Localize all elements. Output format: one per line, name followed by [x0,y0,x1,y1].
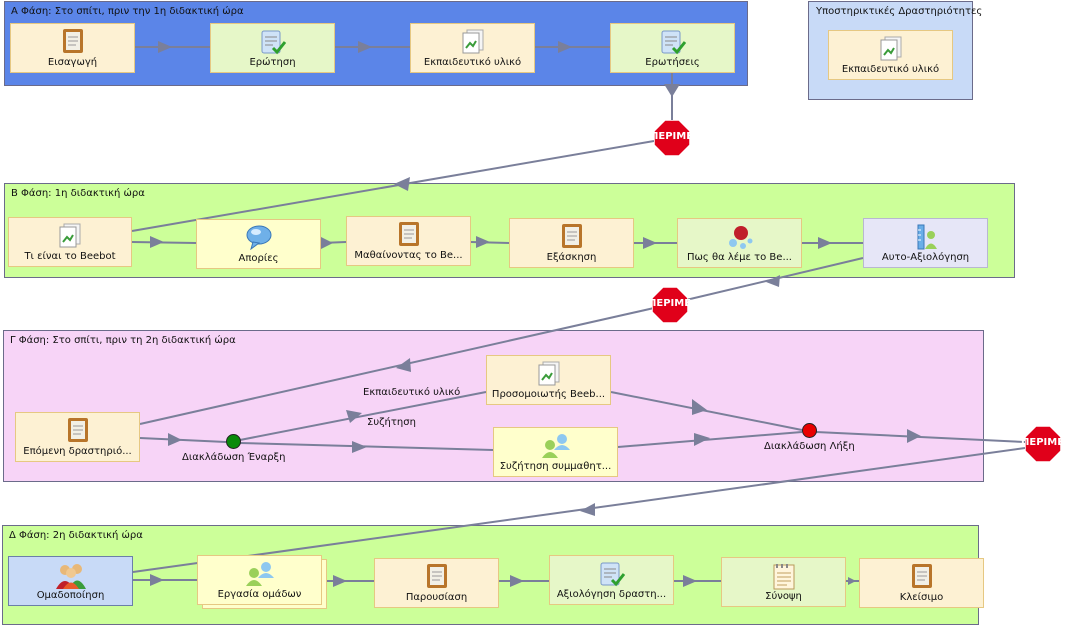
activity-label: Προσομοιωτής Beeb... [491,389,606,400]
documents-icon [57,222,83,251]
connector-branchstart-c2 [239,391,487,441]
branch-end-node[interactable] [802,423,817,438]
connector-branchstart-c3 [239,442,494,451]
gate-label: ΠΕΡΙΜΕΝΕ [1021,437,1065,448]
activity-question[interactable]: Ερώτηση [210,23,335,73]
activity-educational-material[interactable]: Εκπαιδευτικό υλικό [410,23,535,73]
documents-icon [536,360,562,389]
connector-c1-branchstart [139,437,227,443]
branch-path-label-discussion: Συζήτηση [367,417,416,428]
activity-next-activity[interactable]: Επόμενη δραστηριό... [15,412,140,462]
speech-bubble-icon [245,224,273,253]
activity-label: Εξάσκηση [546,252,597,263]
activity-introduction[interactable]: Εισαγωγή [10,23,135,73]
people-group-icon [54,561,88,592]
activity-grouping[interactable]: Ομαδοποίηση [8,556,133,606]
branch-start-node[interactable] [226,434,241,449]
activity-label: Ομαδοποίηση [36,590,105,601]
checklist-icon [660,28,686,59]
gate-label: ΠΕΡΙΜΕΝΕ [650,131,694,142]
activity-label: Πως θα λέμε το Be... [687,252,792,263]
activity-label: Τι είναι το Beebot [24,251,116,262]
activity-label: Εκπαιδευτικό υλικό [423,57,522,68]
documents-icon [460,28,486,57]
activity-summary[interactable]: Σύνοψη [721,557,846,607]
wait-gate-1[interactable]: ΠΕΡΙΜΕΝΕ [650,119,694,157]
ruler-person-icon [912,223,940,254]
notebook-icon [911,563,933,592]
activity-label: Συζήτηση συμμαθητ... [499,461,612,472]
activity-label: Ερώτηση [249,57,296,68]
activity-closing[interactable]: Κλείσιμο [859,558,984,608]
wait-gate-3[interactable]: ΠΕΡΙΜΕΝΕ [1021,425,1065,463]
checklist-icon [599,560,625,591]
phase-d-title: Δ Φάση: 2η διδακτική ώρα [9,530,143,541]
activity-label: Εργασία ομάδων [217,589,302,600]
activity-self-assessment[interactable]: Αυτο-Αξιολόγηση [863,218,988,268]
connector-c3-branchend [617,431,803,448]
activity-label: Μαθαίνοντας το Be... [354,250,463,261]
activity-what-is-beebot[interactable]: Τι είναι το Beebot [8,217,132,267]
support-educational-material[interactable]: Εκπαιδευτικό υλικό [828,30,953,80]
activity-label: Ερωτήσεις [645,57,700,68]
connector-gate2-c1 [139,307,655,425]
connector-gate1-b1 [131,140,655,232]
connector-b1-b2 [131,241,197,244]
activity-label: Απορίες [238,253,279,264]
notepad-icon [772,562,796,593]
activity-label: Επόμενη δραστηριό... [23,446,132,457]
notebook-icon [426,563,448,592]
connector-c2-branchend [610,391,803,431]
activity-classmates-discussion[interactable]: Συζήτηση συμμαθητ... [493,427,618,477]
support-activities-title: Υποστηρικτικές Δραστηριότητες [816,6,983,17]
wait-gate-2[interactable]: ΠΕΡΙΜΕΝΕ [648,286,692,324]
notebook-icon [561,223,583,252]
gate-label: ΠΕΡΙΜΕΝΕ [648,298,692,309]
connector-gate3-d1 [132,447,1026,573]
phase-c-title: Γ Φάση: Στο σπίτι, πριν τη 2η διδακτική … [10,335,236,346]
notebook-icon [67,417,89,446]
activity-label: Κλείσιμο [899,592,944,603]
activity-presentation[interactable]: Παρουσίαση [374,558,499,608]
activity-how-we-call-beebot[interactable]: Πως θα λέμε το Be... [677,218,802,268]
group-chat-icon [244,560,276,591]
activity-label: Παρουσίαση [405,592,468,603]
activity-beebot-simulator[interactable]: Προσομοιωτής Beeb... [486,355,611,405]
documents-icon [878,35,904,64]
branch-end-label: Διακλάδωση Λήξη [764,441,855,452]
activity-practice[interactable]: Εξάσκηση [509,218,634,268]
connector-branchend-gate3 [815,431,1026,443]
phase-b-title: Β Φάση: 1η διδακτική ώρα [11,188,145,199]
activity-questions-forum[interactable]: Απορίες [196,219,321,269]
activity-label: Εκπαιδευτικό υλικό [841,64,940,75]
notebook-icon [398,221,420,250]
activity-label: Αυτο-Αξιολόγηση [881,252,970,263]
activity-label: Αξιολόγηση δραστη... [556,589,667,600]
group-chat-icon [540,432,572,463]
branch-path-label-material: Εκπαιδευτικό υλικό [363,387,461,398]
activity-learning-beebot[interactable]: Μαθαίνοντας το Be... [346,216,471,266]
molecule-icon [726,223,754,254]
activity-evaluation[interactable]: Αξιολόγηση δραστη... [549,555,674,605]
checklist-icon [260,28,286,59]
activity-questions[interactable]: Ερωτήσεις [610,23,735,73]
activity-group-work[interactable]: Εργασία ομάδων [197,555,322,605]
phase-a-title: Α Φάση: Στο σπίτι, πριν την 1η διδακτική… [11,6,244,17]
activity-label: Εισαγωγή [47,57,98,68]
branch-start-label: Διακλάδωση Έναρξη [182,452,286,463]
activity-label: Σύνοψη [765,591,802,602]
notebook-icon [62,28,84,57]
